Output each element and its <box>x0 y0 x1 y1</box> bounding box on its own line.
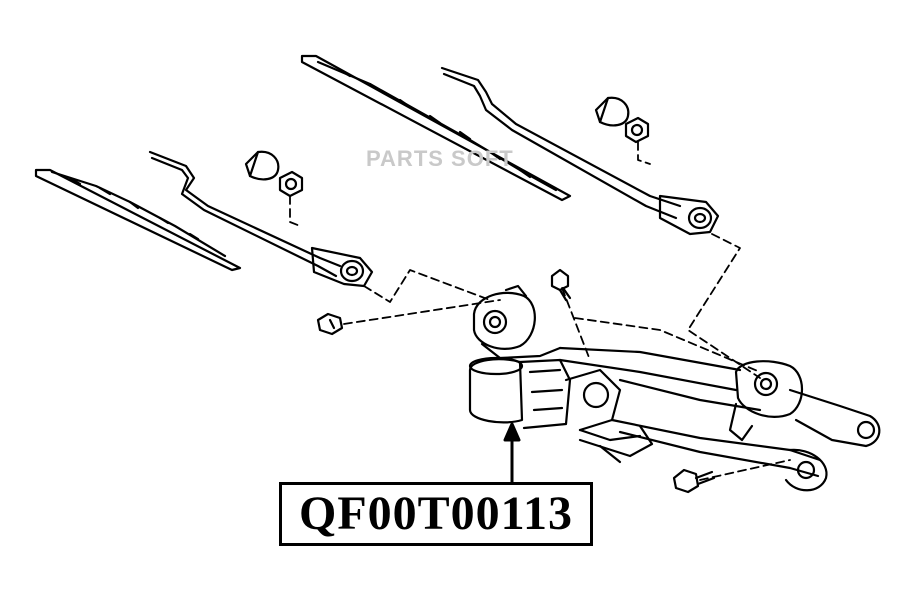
bottom-bolt <box>672 468 716 494</box>
dashed-leader-lines <box>289 141 791 481</box>
left-bolt <box>316 312 344 336</box>
part-number-box: QF00T00113 <box>279 482 593 546</box>
wiper-motor <box>468 356 642 442</box>
right-wiper-arm <box>440 66 720 236</box>
left-wiper-arm <box>148 150 374 288</box>
pointer-arrow <box>503 422 521 484</box>
watermark-text: PARTS SOFT <box>366 146 514 171</box>
right-wiper-blade <box>300 54 572 202</box>
right-cap <box>594 96 630 127</box>
left-cap <box>244 150 280 181</box>
part-number-label: QF00T00113 <box>298 487 574 540</box>
right-nut <box>624 116 650 144</box>
wiper-linkage <box>558 346 828 492</box>
left-pivot <box>472 284 562 360</box>
right-pivot <box>728 360 881 448</box>
left-wiper-blade <box>34 168 242 272</box>
top-bolt <box>550 268 572 302</box>
left-nut <box>278 170 304 198</box>
